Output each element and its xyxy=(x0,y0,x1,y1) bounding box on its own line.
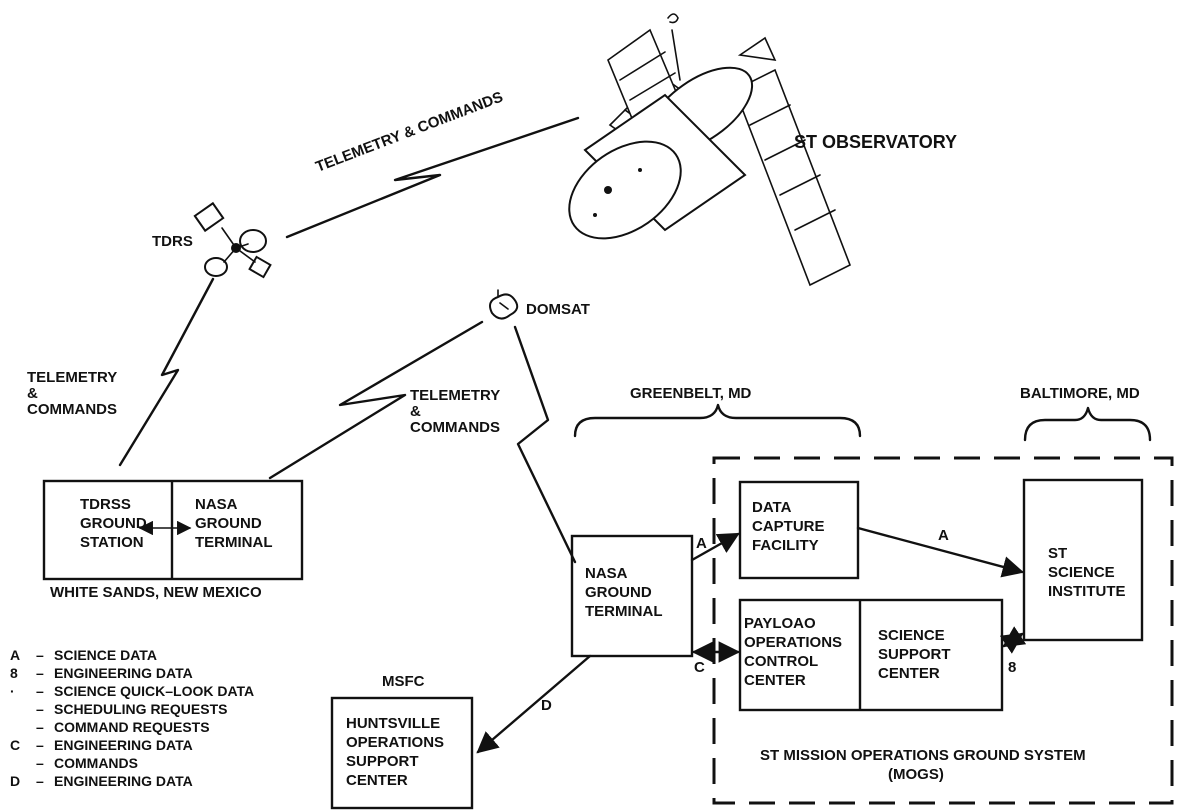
legend-item: – SCHEDULING REQUESTS xyxy=(36,701,227,717)
tdrs-ground-link xyxy=(118,277,215,467)
tdrs-ground-link-line2: & xyxy=(27,385,38,402)
st-observatory-label: ST OBSERVATORY xyxy=(794,132,957,152)
legend-key: A xyxy=(10,647,20,663)
legend-key: C xyxy=(10,737,20,753)
ngt-line3: TERMINAL xyxy=(585,603,663,620)
pocc-line1: PAYLOAO xyxy=(744,615,816,632)
legend-item: · – SCIENCE QUICK–LOOK DATA xyxy=(10,683,254,699)
stsi-line2: SCIENCE xyxy=(1048,564,1115,581)
legend-dash: – xyxy=(36,701,44,717)
mogs-label-line2: (MOGS) xyxy=(888,766,944,783)
ssc-line3: CENTER xyxy=(878,665,940,682)
ssc-line2: SUPPORT xyxy=(878,646,951,663)
legend-dash: – xyxy=(36,647,44,663)
legend-text: ENGINEERING DATA xyxy=(54,665,193,681)
mogs-label-line1: ST MISSION OPERATIONS GROUND SYSTEM xyxy=(760,747,1086,764)
st-observatory-icon xyxy=(568,13,852,287)
domsat-icon xyxy=(489,289,519,320)
tdrss-station-line3: STATION xyxy=(80,534,144,551)
arrow-label-a1: A xyxy=(696,535,707,552)
dcf-line3: FACILITY xyxy=(752,537,819,554)
st-science-institute-box xyxy=(1022,478,1144,642)
arrow-ngt-to-dcf xyxy=(690,532,740,562)
legend-item: D – ENGINEERING DATA xyxy=(10,773,193,789)
legend-key: D xyxy=(10,773,20,789)
legend-text: COMMANDS xyxy=(54,755,138,771)
arrow-label-c: C xyxy=(694,659,705,676)
legend-text: ENGINEERING DATA xyxy=(54,737,193,753)
ngt-line2: GROUND xyxy=(585,584,652,601)
tdrs-observatory-link xyxy=(285,116,580,239)
tdrss-station-line2: GROUND xyxy=(80,515,147,532)
hosc-box xyxy=(330,696,474,810)
domsat-greenbelt-link xyxy=(513,325,577,564)
dcf-line1: DATA xyxy=(752,499,792,516)
domsat-label: DOMSAT xyxy=(526,301,590,318)
hosc-line2: OPERATIONS xyxy=(346,734,444,751)
pocc-line4: CENTER xyxy=(744,672,806,689)
tdrss-station-line1: TDRSS xyxy=(80,496,131,513)
hosc-line1: HUNTSVILLE xyxy=(346,715,440,732)
tdrs-ground-link-line3: COMMANDS xyxy=(27,401,117,418)
hosc-line3: SUPPORT xyxy=(346,753,419,770)
legend-text: SCIENCE QUICK–LOOK DATA xyxy=(54,683,254,699)
ws-nasa-terminal-line3: TERMINAL xyxy=(195,534,273,551)
tdrs-label: TDRS xyxy=(152,233,193,250)
ws-nasa-terminal-line2: GROUND xyxy=(195,515,262,532)
msfc-label: MSFC xyxy=(382,673,425,690)
arrow-label-a2: A xyxy=(938,527,949,544)
legend-text: SCIENCE DATA xyxy=(54,647,157,663)
stsi-line3: INSTITUTE xyxy=(1048,583,1126,600)
legend-dash: – xyxy=(36,665,44,681)
legend-text: ENGINEERING DATA xyxy=(54,773,193,789)
ws-nasa-terminal-line1: NASA xyxy=(195,496,238,513)
legend-text: COMMAND REQUESTS xyxy=(54,719,210,735)
legend-key: · xyxy=(10,683,15,699)
nasa-ground-terminal-box xyxy=(570,534,694,658)
whitesands-domsat-link xyxy=(268,320,484,480)
data-capture-facility-box xyxy=(738,480,860,580)
greenbelt-brace xyxy=(573,403,862,438)
domsat-link-line2: & xyxy=(410,403,421,420)
hosc-line4: CENTER xyxy=(346,772,408,789)
legend-dash: – xyxy=(36,773,44,789)
legend-text: SCHEDULING REQUESTS xyxy=(54,701,227,717)
legend-key: 8 xyxy=(10,665,18,681)
legend-dash: – xyxy=(36,683,44,699)
legend-item: C – ENGINEERING DATA xyxy=(10,737,193,753)
pocc-line2: OPERATIONS xyxy=(744,634,842,651)
tdrs-icon xyxy=(193,201,272,279)
white-sands-location: WHITE SANDS, NEW MEXICO xyxy=(50,584,262,601)
stsi-line1: ST xyxy=(1048,545,1067,562)
legend-item: A – SCIENCE DATA xyxy=(10,647,157,663)
legend-dash: – xyxy=(36,737,44,753)
space-link-label: TELEMETRY & COMMANDS xyxy=(313,88,505,175)
pocc-line3: CONTROL xyxy=(744,653,818,670)
baltimore-brace xyxy=(1023,406,1152,442)
arrow-ssc-stsi xyxy=(999,626,1027,654)
legend: A – SCIENCE DATA 8 – ENGINEERING DATA · … xyxy=(10,647,254,789)
legend-item: – COMMAND REQUESTS xyxy=(36,719,210,735)
legend-item: – COMMANDS xyxy=(36,755,138,771)
greenbelt-label: GREENBELT, MD xyxy=(630,385,752,402)
legend-dash: – xyxy=(36,755,44,771)
arrow-dcf-to-stsi xyxy=(856,526,1025,578)
baltimore-label: BALTIMORE, MD xyxy=(1020,385,1140,402)
dcf-line2: CAPTURE xyxy=(752,518,825,535)
tdrs-ground-link-line1: TELEMETRY xyxy=(27,369,117,386)
domsat-link-line1: TELEMETRY xyxy=(410,387,500,404)
arrow-ngt-to-hosc xyxy=(476,654,592,754)
ngt-line1: NASA xyxy=(585,565,628,582)
legend-item: 8 – ENGINEERING DATA xyxy=(10,665,193,681)
arrow-label-b: 8 xyxy=(1008,659,1016,676)
domsat-link-line3: COMMANDS xyxy=(410,419,500,436)
arrow-label-d: D xyxy=(541,697,552,714)
legend-dash: – xyxy=(36,719,44,735)
ssc-line1: SCIENCE xyxy=(878,627,945,644)
